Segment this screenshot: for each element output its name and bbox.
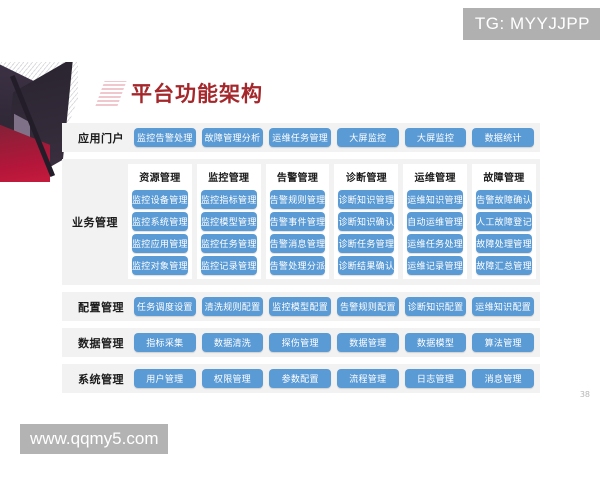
data-item[interactable]: 数据管理 [337, 333, 399, 352]
row-config-management: 配置管理 任务调度设置 清洗规则配置 监控模型配置 告警规则配置 诊断知识配置 … [62, 292, 540, 321]
title-slash-decoration-icon [95, 80, 127, 106]
system-item[interactable]: 消息管理 [472, 369, 535, 388]
business-item[interactable]: 人工故障登记 [476, 212, 532, 231]
system-item[interactable]: 流程管理 [337, 369, 399, 388]
row-label-data-management: 数据管理 [78, 336, 124, 350]
business-item[interactable]: 告警事件管理 [269, 212, 326, 231]
row-label-system-management: 系统管理 [78, 372, 124, 386]
data-item[interactable]: 算法管理 [472, 333, 535, 352]
business-column-operations: 运维管理 运维知识管理 自动运维管理 运维任务处理 运维记录管理 [403, 164, 468, 279]
app-portal-item[interactable]: 大屏监控 [404, 128, 467, 147]
app-portal-item[interactable]: 大屏监控 [337, 128, 399, 147]
business-item[interactable]: 告警处理分派 [269, 256, 326, 275]
telegram-watermark: TG: MYYJJPP [462, 8, 600, 40]
app-portal-item[interactable]: 监控告警处理 [134, 128, 196, 147]
config-item[interactable]: 任务调度设置 [134, 297, 196, 316]
app-portal-item[interactable]: 运维任务管理 [269, 128, 332, 147]
business-item[interactable]: 故障汇总管理 [476, 256, 532, 275]
app-portal-item[interactable]: 数据统计 [472, 128, 535, 147]
row-business-management: 业务管理 资源管理 监控设备管理 监控系统管理 监控应用管理 监控对象管理 监控… [62, 159, 540, 285]
business-item[interactable]: 监控指标管理 [200, 190, 257, 209]
system-item[interactable]: 用户管理 [134, 369, 196, 388]
business-item[interactable]: 监控对象管理 [132, 256, 188, 275]
business-item[interactable]: 监控系统管理 [132, 212, 188, 231]
config-button-track: 任务调度设置 清洗规则配置 监控模型配置 告警规则配置 诊断知识配置 运维知识配… [134, 297, 535, 316]
data-item[interactable]: 数据清洗 [201, 333, 264, 352]
data-item[interactable]: 探伤管理 [269, 333, 332, 352]
business-column-monitor: 监控管理 监控指标管理 监控模型管理 监控任务管理 监控记录管理 [196, 164, 261, 279]
config-item[interactable]: 清洗规则配置 [201, 297, 264, 316]
site-watermark: www.qqmy5.com [20, 424, 169, 454]
row-app-portal: 应用门户 监控告警处理 故障管理分析 运维任务管理 大屏监控 大屏监控 数据统计 [62, 123, 540, 152]
slide-title-row: 平台功能架构 [95, 76, 263, 110]
column-header: 告警管理 [276, 173, 319, 184]
business-item[interactable]: 运维任务处理 [407, 234, 464, 253]
page-title: 平台功能架构 [131, 82, 263, 106]
business-item[interactable]: 诊断知识确认 [338, 212, 395, 231]
business-item[interactable]: 告警消息管理 [269, 234, 326, 253]
business-item[interactable]: 监控任务管理 [200, 234, 257, 253]
business-item[interactable]: 运维知识管理 [407, 190, 464, 209]
column-header: 故障管理 [483, 173, 525, 184]
data-button-track: 指标采集 数据清洗 探伤管理 数据管理 数据模型 算法管理 [134, 333, 535, 352]
system-item[interactable]: 权限管理 [201, 369, 264, 388]
business-item[interactable]: 运维记录管理 [407, 256, 464, 275]
business-item[interactable]: 诊断结果确认 [338, 256, 395, 275]
business-column-diagnosis: 诊断管理 诊断知识管理 诊断知识确认 诊断任务管理 诊断结果确认 [334, 164, 399, 279]
business-columns: 资源管理 监控设备管理 监控系统管理 监控应用管理 监控对象管理 监控管理 监控… [128, 164, 536, 279]
app-portal-button-track: 监控告警处理 故障管理分析 运维任务管理 大屏监控 大屏监控 数据统计 [134, 128, 535, 147]
data-item[interactable]: 指标采集 [134, 333, 196, 352]
row-system-management: 系统管理 用户管理 权限管理 参数配置 流程管理 日志管理 消息管理 [62, 364, 540, 393]
page-number: 38 [579, 390, 590, 399]
config-item[interactable]: 诊断知识配置 [404, 297, 467, 316]
business-item[interactable]: 诊断知识管理 [338, 190, 395, 209]
column-header: 诊断管理 [345, 173, 387, 184]
business-item[interactable]: 监控设备管理 [132, 190, 188, 209]
config-item[interactable]: 监控模型配置 [269, 297, 332, 316]
row-label-app-portal: 应用门户 [78, 131, 124, 145]
system-button-track: 用户管理 权限管理 参数配置 流程管理 日志管理 消息管理 [134, 369, 535, 388]
row-label-business-management: 业务管理 [72, 215, 118, 229]
system-item[interactable]: 参数配置 [269, 369, 332, 388]
business-item[interactable]: 自动运维管理 [407, 212, 464, 231]
column-header: 资源管理 [139, 173, 181, 184]
business-column-fault: 故障管理 告警故障确认 人工故障登记 故障处理管理 故障汇总管理 [472, 164, 536, 279]
column-header: 运维管理 [414, 173, 456, 184]
business-item[interactable]: 诊断任务管理 [338, 234, 395, 253]
config-item[interactable]: 运维知识配置 [472, 297, 535, 316]
system-item[interactable]: 日志管理 [404, 369, 467, 388]
business-column-alarm: 告警管理 告警规则管理 告警事件管理 告警消息管理 告警处理分派 [265, 164, 330, 279]
config-item[interactable]: 告警规则配置 [337, 297, 399, 316]
data-item[interactable]: 数据模型 [404, 333, 467, 352]
business-item[interactable]: 告警规则管理 [269, 190, 326, 209]
business-item[interactable]: 告警故障确认 [476, 190, 532, 209]
business-column-resource: 资源管理 监控设备管理 监控系统管理 监控应用管理 监控对象管理 [128, 164, 192, 279]
row-label-config-management: 配置管理 [78, 300, 124, 314]
row-data-management: 数据管理 指标采集 数据清洗 探伤管理 数据管理 数据模型 算法管理 [62, 328, 540, 357]
platform-architecture-diagram: 应用门户 监控告警处理 故障管理分析 运维任务管理 大屏监控 大屏监控 数据统计… [62, 123, 540, 400]
app-portal-item[interactable]: 故障管理分析 [201, 128, 264, 147]
column-header: 监控管理 [208, 173, 250, 184]
business-item[interactable]: 故障处理管理 [476, 234, 532, 253]
business-item[interactable]: 监控应用管理 [132, 234, 188, 253]
business-item[interactable]: 监控模型管理 [200, 212, 257, 231]
business-item[interactable]: 监控记录管理 [200, 256, 257, 275]
